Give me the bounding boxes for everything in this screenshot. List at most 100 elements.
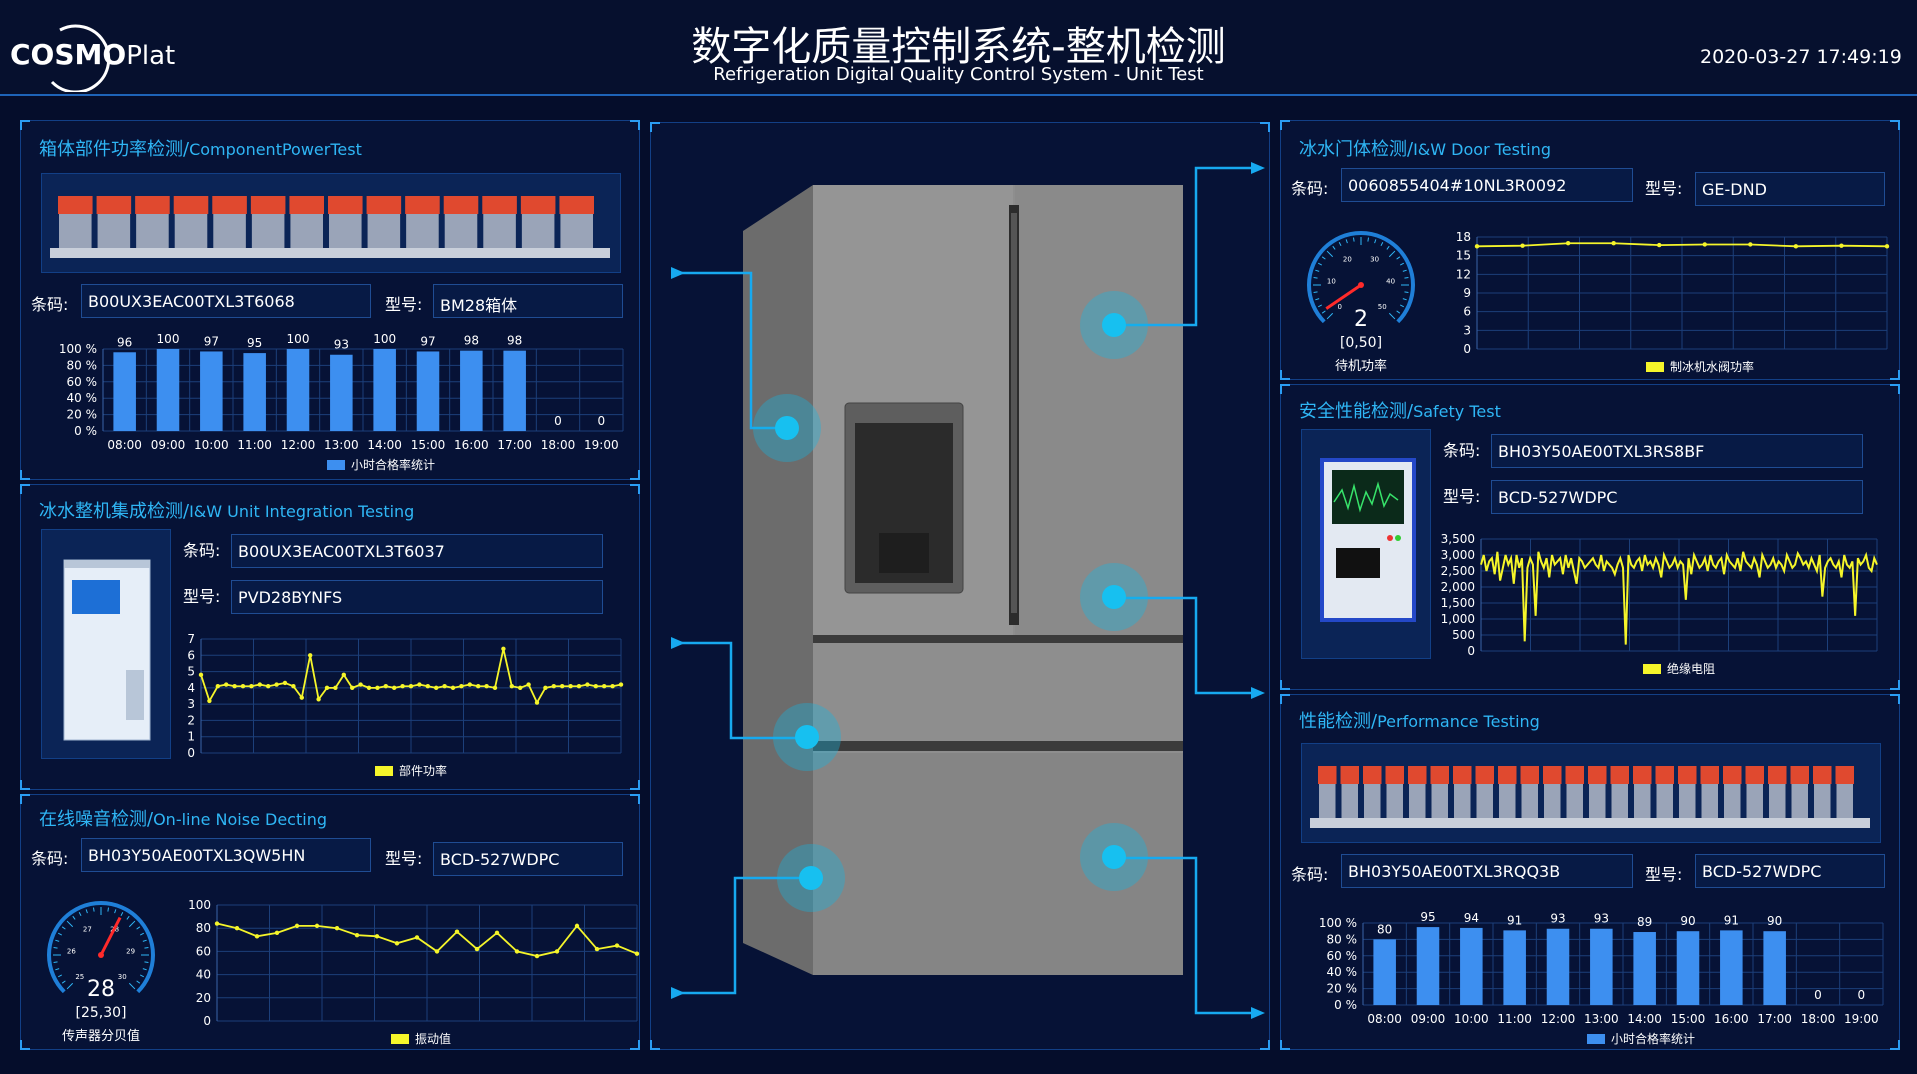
data-point — [610, 684, 615, 689]
model-field[interactable]: BCD-527WDPC — [1695, 854, 1885, 888]
component-line-image — [41, 173, 621, 273]
station-roof — [1835, 766, 1854, 784]
performance-title-cn: 性能检测/ — [1299, 711, 1378, 732]
data-point — [518, 685, 523, 691]
noise-title-en: On-line Noise Decting — [153, 810, 327, 829]
legend-label: 小时合格率统计 — [351, 457, 435, 472]
model-field[interactable]: BCD-527WDPC — [433, 842, 623, 876]
station-roof — [135, 196, 170, 214]
legend-swatch — [1643, 664, 1661, 674]
barcode-field[interactable]: 0060855404#10NL3R0092 — [1341, 168, 1633, 202]
gauge-tick — [1404, 291, 1409, 294]
gauge-tick — [61, 926, 66, 930]
bar-value-label: 95 — [1420, 910, 1435, 924]
gauge-tick — [53, 961, 58, 964]
data-point — [594, 946, 600, 952]
x-tick-label: 08:00 — [107, 438, 142, 452]
x-tick-label: 10:00 — [1454, 1012, 1489, 1026]
data-point — [543, 685, 548, 691]
bar-11:00 — [243, 353, 266, 431]
noise-title: 在线噪音检测/On-line Noise Decting — [39, 805, 327, 831]
gauge-tick-label: 25 — [75, 973, 84, 981]
barcode-field[interactable]: BH03Y50AE00TXL3RQQ3B — [1341, 854, 1633, 888]
gauge-tick — [144, 946, 149, 949]
bar-12:00 — [286, 349, 310, 431]
logo-light-text: Plat — [126, 41, 176, 71]
series-line — [1480, 550, 1878, 645]
y-tick-label: 18 — [1456, 230, 1471, 244]
station-roof — [173, 196, 209, 214]
data-point — [207, 698, 212, 704]
model-field[interactable]: GE-DND — [1695, 172, 1885, 206]
bar-value-label: 100 — [287, 332, 310, 346]
station-roof — [559, 196, 594, 214]
gauge-tick-label: 26 — [67, 947, 76, 955]
component-power-title: 箱体部件功率检测/ComponentPowerTest — [39, 135, 362, 161]
data-point — [341, 672, 346, 678]
data-point — [299, 695, 304, 700]
x-tick-label: 15:00 — [1671, 1012, 1706, 1026]
y-tick-label: 40 % — [1327, 965, 1358, 979]
safety-title-cn: 安全性能检测/ — [1299, 401, 1414, 422]
data-point — [400, 684, 405, 689]
y-tick-label: 60 % — [67, 375, 98, 389]
barcode-field[interactable]: BH03Y50AE00TXL3RS8BF — [1491, 434, 1863, 468]
station-roof — [289, 196, 324, 214]
y-tick-label: 100 % — [59, 342, 97, 356]
data-point — [266, 684, 271, 689]
station-roof — [58, 196, 93, 214]
model-field[interactable]: BM28箱体 — [433, 284, 623, 318]
station-body — [1769, 784, 1786, 818]
bar-10:00 — [1460, 927, 1483, 1005]
component-power-title-en: ComponentPowerTest — [189, 140, 362, 159]
safety-title: 安全性能检测/Safety Test — [1299, 397, 1501, 423]
model-field[interactable]: PVD28BYNFS — [231, 580, 603, 614]
door-gauge-value: 2 — [1354, 307, 1368, 332]
data-point — [1565, 241, 1571, 246]
station-body — [1431, 784, 1448, 818]
data-point — [234, 926, 240, 931]
station-body — [329, 214, 362, 248]
x-tick-label: 11:00 — [237, 438, 272, 452]
conveyor — [50, 248, 610, 258]
integration-title-cn: 冰水整机集成检测/ — [39, 501, 190, 522]
barcode-label: 条码: — [1291, 865, 1329, 884]
bar-16:00 — [460, 350, 483, 431]
model-label: 型号: — [1645, 865, 1683, 884]
x-tick-label: 16:00 — [454, 438, 489, 452]
station-roof — [1813, 766, 1832, 784]
cosmoplat-logo-icon — [50, 24, 111, 92]
station-body — [1544, 784, 1561, 818]
station-roof — [1475, 766, 1494, 784]
x-tick-label: 19:00 — [1844, 1012, 1879, 1026]
bar-value-label: 93 — [1594, 912, 1609, 926]
gauge-tick — [128, 982, 136, 990]
y-tick-label: 12 — [1456, 267, 1471, 281]
barcode-field[interactable]: BH03Y50AE00TXL3QW5HN — [81, 838, 371, 872]
x-tick-label: 10:00 — [194, 438, 229, 452]
y-tick-label: 20 — [196, 991, 211, 1005]
data-point — [316, 697, 321, 702]
data-point — [534, 700, 540, 705]
gauge-tick — [1352, 237, 1355, 242]
model-label: 型号: — [1645, 179, 1683, 198]
model-field[interactable]: BCD-527WDPC — [1491, 480, 1863, 514]
barcode-field[interactable]: B00UX3EAC00TXL3T6068 — [81, 284, 371, 318]
data-point — [350, 685, 355, 691]
y-tick-label: 500 — [1452, 628, 1475, 642]
door-title-cn: 冰水门体检测/ — [1299, 139, 1414, 160]
component-power-chart: 0 %20 %40 %60 %80 %100 %9608:0010009:009… — [59, 332, 624, 472]
station-body — [406, 214, 439, 248]
x-tick-label: 19:00 — [584, 438, 619, 452]
y-tick-label: 100 — [188, 898, 211, 912]
y-tick-label: 5 — [187, 665, 195, 679]
barcode-field[interactable]: B00UX3EAC00TXL3T6037 — [231, 534, 603, 568]
gauge-tick — [1374, 239, 1377, 244]
legend-label: 振动值 — [415, 1031, 451, 1046]
legend-swatch — [327, 460, 345, 470]
page-title: 数字化质量控制系统-整机检测 — [691, 24, 1226, 70]
gauge-tick — [107, 907, 110, 912]
x-tick-label: 14:00 — [367, 438, 402, 452]
x-tick-label: 09:00 — [1411, 1012, 1446, 1026]
